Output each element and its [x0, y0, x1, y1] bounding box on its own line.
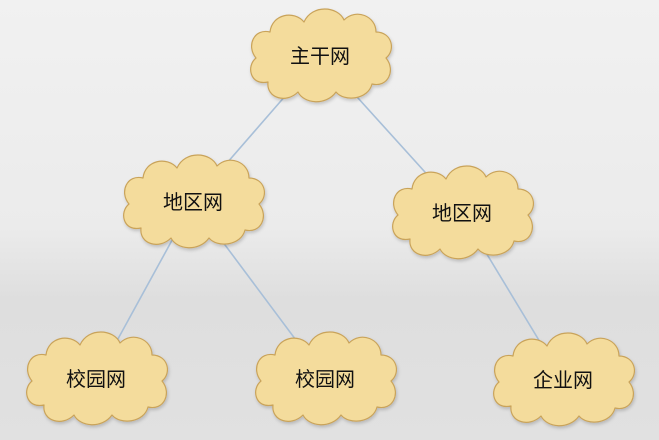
cloud-label-enterprise: 企业网 — [533, 368, 593, 392]
cloud-node-backbone: 主干网 — [251, 9, 392, 102]
cloud-label-region-1: 地区网 — [163, 190, 223, 214]
cloud-label-campus-1: 校园网 — [66, 367, 126, 391]
cloud-label-campus-2: 校园网 — [295, 367, 355, 391]
cloud-label-region-2: 地区网 — [432, 201, 492, 225]
cloud-node-enterprise: 企业网 — [494, 333, 635, 426]
cloud-node-region-2: 地区网 — [393, 166, 534, 259]
cloud-node-region-1: 地区网 — [124, 155, 265, 248]
cloud-node-campus-1: 校园网 — [27, 332, 168, 425]
cloud-node-campus-2: 校园网 — [256, 332, 397, 425]
cloud-label-backbone: 主干网 — [290, 44, 350, 68]
